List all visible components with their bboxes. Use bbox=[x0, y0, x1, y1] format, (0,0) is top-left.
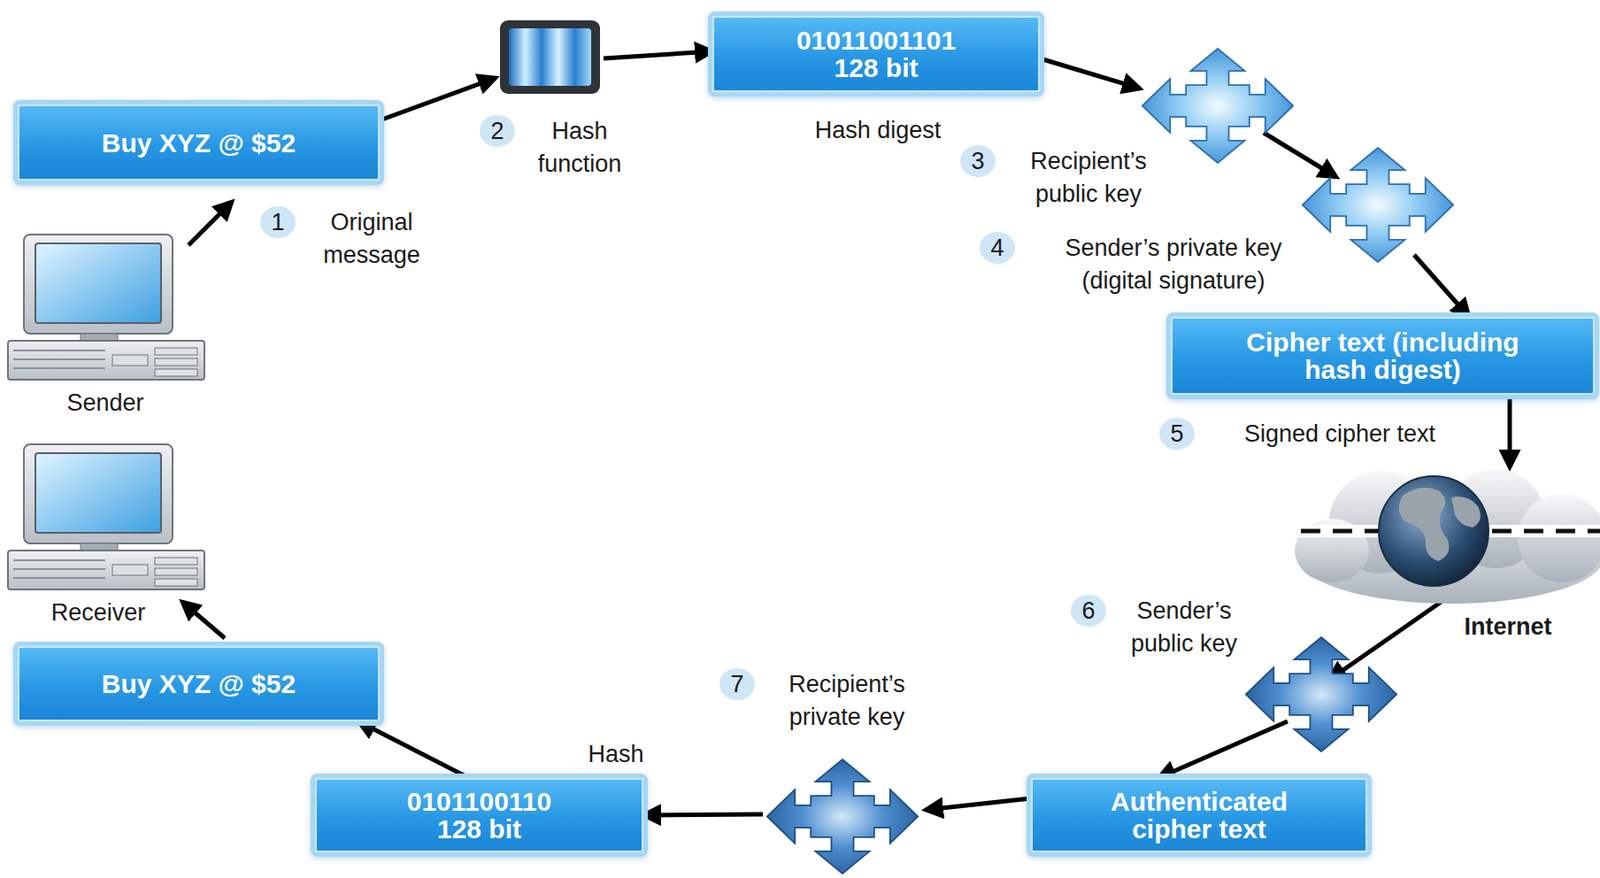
cloud-part bbox=[1517, 493, 1600, 583]
arrow-segment bbox=[1507, 394, 1513, 468]
step-label: Internet bbox=[1463, 610, 1552, 644]
step-label: Receiver bbox=[51, 596, 147, 630]
arrow-segment bbox=[1329, 594, 1452, 680]
callout-number: 7 bbox=[719, 668, 755, 700]
cloud-shape bbox=[1294, 469, 1600, 604]
process-box: Buy XYZ @ $52 bbox=[17, 104, 380, 181]
callout-number: 6 bbox=[1070, 594, 1107, 627]
sender-public-key-icon bbox=[1246, 637, 1397, 752]
recipient-private-key-icon bbox=[767, 759, 918, 874]
arrow-segment bbox=[1158, 721, 1288, 778]
sender-computer bbox=[7, 234, 205, 380]
receiver-arrow bbox=[182, 601, 225, 639]
hash-icon-frame bbox=[500, 20, 600, 94]
internet-cloud bbox=[1294, 469, 1600, 604]
step-label: Sender bbox=[66, 386, 144, 420]
callout-number: 1 bbox=[260, 206, 296, 239]
arrow-segment bbox=[603, 51, 713, 59]
box-text: Buy XYZ @ $52 bbox=[101, 669, 296, 698]
step-label: Sender’s public key bbox=[1104, 594, 1264, 661]
process-box: Cipher text (including hash digest) bbox=[1170, 316, 1595, 395]
process-box: Buy XYZ @ $52 bbox=[17, 646, 380, 722]
globe bbox=[1378, 476, 1489, 586]
globe-land bbox=[1399, 487, 1450, 562]
box-text: Cipher text (including hash digest) bbox=[1215, 328, 1552, 384]
hash-icon-face bbox=[508, 28, 592, 86]
step-label: Hash function bbox=[508, 115, 651, 181]
step-label: Recipient’s public key bbox=[1000, 145, 1177, 211]
arrow-segment bbox=[358, 721, 470, 778]
box-text: 0101100110 128 bit bbox=[382, 787, 577, 843]
callout-number: 3 bbox=[960, 145, 996, 177]
key-icons bbox=[767, 48, 1454, 874]
process-box: Authenticated cipher text bbox=[1030, 777, 1368, 853]
sender-arrow bbox=[188, 201, 232, 246]
arrow-segment bbox=[925, 798, 1031, 810]
recipient-public-key-icon bbox=[1142, 48, 1293, 163]
receiver-computer bbox=[7, 444, 205, 590]
globe-land bbox=[1451, 496, 1481, 528]
box-heading: Hash bbox=[587, 740, 644, 769]
arrow-segment bbox=[379, 77, 496, 121]
arrow-segment bbox=[1414, 254, 1470, 317]
hash-function-icon bbox=[500, 20, 600, 94]
box-heading: Hash digest bbox=[815, 116, 942, 145]
arrow-segment bbox=[643, 814, 763, 816]
arrow-segment bbox=[1039, 58, 1140, 89]
process-box: 0101100110 128 bitHash bbox=[315, 777, 644, 853]
process-box: 01011001101 128 bitHash digest bbox=[712, 15, 1040, 93]
step-label: Signed cipher text bbox=[1244, 417, 1436, 451]
step-label: Recipient’s private key bbox=[758, 668, 936, 734]
callout-number: 2 bbox=[479, 115, 516, 147]
flow-arrow bbox=[358, 721, 470, 778]
callout-number: 4 bbox=[979, 231, 1016, 264]
sender-private-key-icon bbox=[1302, 147, 1454, 262]
box-text: Authenticated cipher text bbox=[1079, 787, 1319, 843]
box-text: Buy XYZ @ $52 bbox=[101, 129, 296, 157]
box-text: 01011001101 128 bit bbox=[778, 26, 974, 82]
step-label: Original message bbox=[296, 206, 447, 272]
arrow-segment bbox=[1263, 132, 1337, 177]
callout-number: 5 bbox=[1159, 417, 1195, 450]
step-label: Sender’s private key (digital signature) bbox=[1031, 231, 1316, 298]
